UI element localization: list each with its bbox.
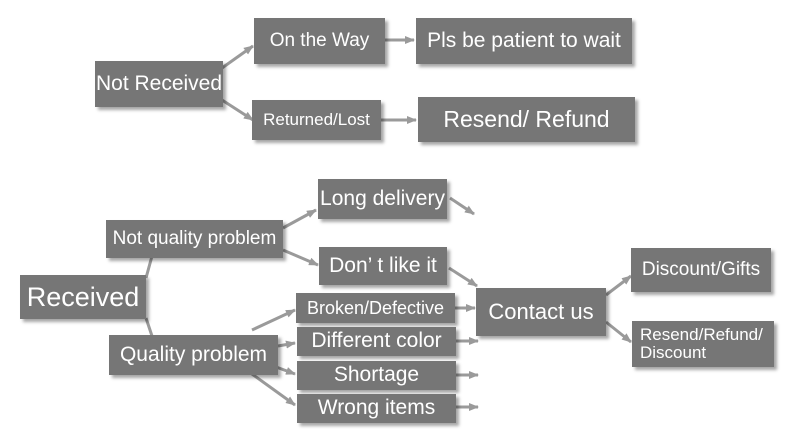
edge-quality-wrong (251, 372, 296, 407)
on-the-way-label: On the Way (269, 30, 370, 52)
edge-longdelivery-out (449, 196, 475, 216)
discount-gifts-box: Discount/Gifts (631, 248, 771, 292)
resend-refund-box: Resend/ Refund (418, 97, 635, 142)
different-color-label: Different color (311, 329, 442, 353)
patient-label: Pls be patient to wait (427, 28, 621, 52)
wrong-items-box: Wrong items (297, 394, 456, 423)
dont-like-it-label: Don’ t like it (329, 253, 437, 277)
edge-received-quality (144, 317, 154, 337)
long-delivery-box: Long delivery (318, 179, 447, 219)
edge-notreceived-returned (221, 98, 254, 122)
returned-lost-label: Returned/Lost (263, 110, 370, 130)
edge-notreceived-ontheway (221, 44, 254, 70)
contact-us-box: Contact us (476, 288, 606, 336)
received-label: Received (26, 281, 140, 312)
different-color-box: Different color (297, 327, 456, 356)
received-box: Received (20, 275, 146, 319)
edge-notquality-dontlike (282, 248, 319, 267)
not-quality-problem-box: Not quality problem (106, 220, 283, 258)
not-received-label: Not Received (95, 71, 223, 95)
shortage-box: Shortage (297, 361, 456, 390)
edge-received-notquality (144, 255, 154, 279)
edge-dontlike-contact (448, 266, 478, 288)
edge-contact-resend (605, 320, 632, 344)
shortage-label: Shortage (333, 363, 420, 387)
wrong-items-label: Wrong items (317, 396, 436, 420)
not-quality-problem-label: Not quality problem (112, 228, 277, 250)
discount-gifts-label: Discount/Gifts (641, 259, 761, 281)
resend-refund-label: Resend/ Refund (443, 106, 610, 133)
broken-defective-box: Broken/Defective (296, 293, 455, 323)
long-delivery-label: Long delivery (320, 186, 445, 210)
resend-refund-discount-line2: Discount (640, 343, 707, 362)
edge-contact-discount (605, 274, 632, 297)
on-the-way-box: On the Way (254, 18, 385, 64)
edge-notquality-longdelivery (282, 208, 317, 230)
patient-box: Pls be patient to wait (416, 18, 632, 64)
resend-refund-discount-box: Resend/Refund/ Discount (632, 321, 774, 367)
edge-quality-diffcolor (277, 340, 296, 349)
quality-problem-box: Quality problem (109, 335, 278, 375)
edge-quality-broken (251, 308, 296, 332)
quality-problem-label: Quality problem (119, 342, 268, 366)
not-received-box: Not Received (95, 61, 223, 107)
returned-lost-box: Returned/Lost (252, 100, 381, 140)
contact-us-label: Contact us (488, 299, 594, 325)
resend-refund-discount-line1: Resend/Refund/ (640, 325, 763, 345)
dont-like-it-box: Don’ t like it (319, 247, 447, 285)
broken-defective-label: Broken/Defective (306, 297, 445, 318)
